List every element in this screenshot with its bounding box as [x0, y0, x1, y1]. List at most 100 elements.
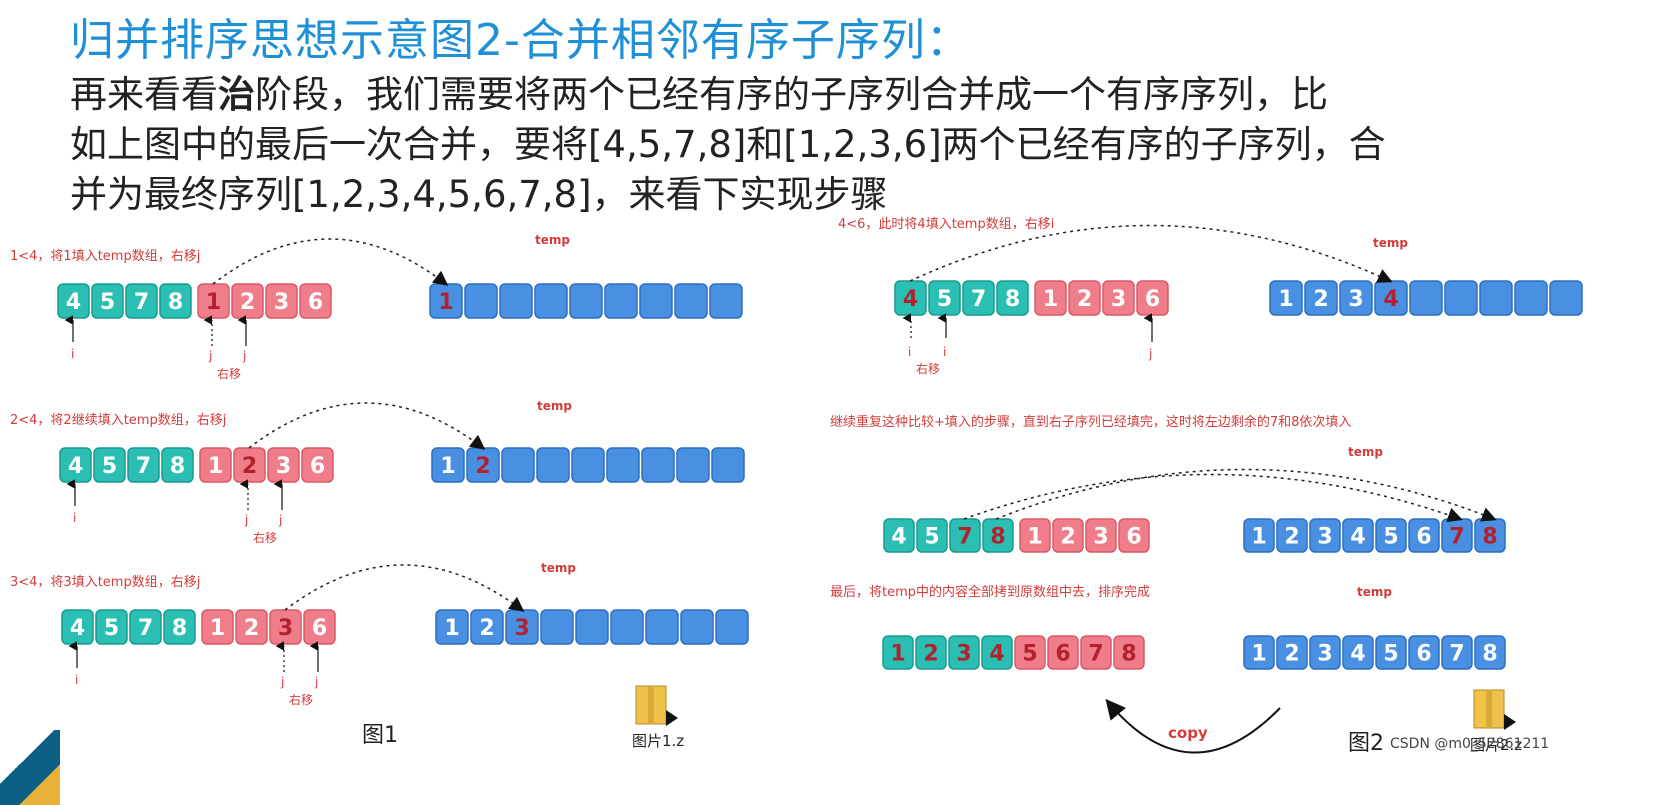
panel4-temp-4-box — [1409, 280, 1443, 316]
panel4-src-2-box — [962, 280, 995, 316]
panel6-src-5-value: 6 — [1055, 642, 1070, 667]
panel1-pointer-i: i — [71, 347, 74, 361]
panel4-src-3-box — [996, 280, 1029, 316]
panel2-temp-3-box — [536, 447, 570, 483]
panel2-src-3-value: 8 — [170, 454, 185, 479]
panel3-src-6-value: 3 — [278, 616, 293, 641]
paragraph-line-1: 再来看看治阶段，我们需要将两个已经有序的子序列合并成一个有序序列，比 — [70, 73, 1328, 116]
panel6-src-4-value: 5 — [1022, 642, 1037, 667]
panel3-src-5-value: 2 — [244, 616, 259, 641]
panel4-temp-7-box — [1514, 280, 1548, 316]
panel3-temp-7-box — [680, 609, 714, 645]
panel6-temp-7-box — [1474, 635, 1506, 670]
panel3-temp-6-box — [645, 609, 679, 645]
panel1-temp-label: temp — [535, 233, 570, 247]
panel5-src-0-box — [883, 518, 915, 553]
panel3-pointer-j-old: j — [280, 675, 284, 689]
panel5-temp-5-value: 6 — [1416, 525, 1431, 550]
panel3-temp-0-box — [435, 609, 469, 645]
panel3-temp-1-box — [470, 609, 504, 645]
panel1-src-7-value: 6 — [308, 290, 323, 315]
panel4-temp-0-value: 1 — [1278, 287, 1293, 312]
panel2-src-0-value: 4 — [68, 454, 83, 479]
panel6-temp-4-box — [1375, 635, 1407, 670]
panel3-temp-8-box — [715, 609, 749, 645]
file2-name: 图片2.z — [1470, 736, 1522, 754]
panel2-temp-1-value: 2 — [475, 454, 490, 479]
figure1-caption: 图1 — [362, 723, 398, 748]
panel5-temp-4-box — [1375, 518, 1407, 553]
panel4-temp-label: temp — [1373, 236, 1408, 250]
panel6-temp-0-box — [1243, 635, 1275, 670]
panel1-note: 1<4，将1填入temp数组，右移j — [10, 249, 200, 264]
panel4-pointer-j: j — [1148, 347, 1152, 361]
panel6-src-1-value: 2 — [923, 642, 938, 667]
panel5-temp-4-value: 5 — [1383, 525, 1398, 550]
panel1-src-0-value: 4 — [66, 290, 81, 315]
panel2-right-shift-label: 右移 — [253, 530, 277, 545]
panel3-temp-label: temp — [541, 561, 576, 575]
panel5-temp-7-value: 8 — [1482, 525, 1497, 550]
panel6-src-1-box — [915, 635, 947, 670]
panel6-temp-5-box — [1408, 635, 1440, 670]
panel5-temp-1-box — [1276, 518, 1308, 553]
file1-icon-arrow — [666, 710, 678, 726]
panel1-src-2-value: 7 — [134, 290, 149, 315]
panel1-temp-1-box — [464, 283, 498, 319]
panel4-src-5-box — [1068, 280, 1101, 316]
panel1-src-5-box — [231, 283, 264, 319]
panel6-temp-7-value: 8 — [1482, 642, 1497, 667]
panel3-temp-2-value: 3 — [514, 616, 529, 641]
panel3-src-7-value: 6 — [312, 616, 327, 641]
panel6-temp-3-box — [1342, 635, 1374, 670]
panel6-src-2-box — [948, 635, 980, 670]
panel3-temp-4-box — [575, 609, 609, 645]
panel4-right-shift-label: 右移 — [916, 361, 940, 376]
panel5-src-0-value: 4 — [891, 525, 906, 550]
panel4-temp-6-box — [1479, 280, 1513, 316]
panel6-src-0-box — [882, 635, 914, 670]
panel5-note: 继续重复这种比较+填入的步骤，直到右子序列已经填完，这时将左边剩余的7和8依次填… — [830, 414, 1351, 430]
panel5-src-4-value: 1 — [1027, 525, 1042, 550]
panel3-temp-5-box — [610, 609, 644, 645]
copy-label: copy — [1168, 724, 1208, 742]
panel3-src-4-value: 1 — [210, 616, 225, 641]
panel4-src-4-value: 1 — [1043, 287, 1058, 312]
panel1-src-3-value: 8 — [168, 290, 183, 315]
panel5-move-arrow-8 — [995, 468, 1497, 522]
panel6-temp-1-value: 2 — [1284, 642, 1299, 667]
panel5-temp-3-box — [1342, 518, 1374, 553]
panel2-note: 2<4，将2继续填入temp数组，右移j — [10, 413, 226, 428]
panel1-temp-8-box — [709, 283, 743, 319]
panel2-temp-5-box — [606, 447, 640, 483]
panel6-src-3-value: 4 — [989, 642, 1004, 667]
panel4-temp-5-box — [1444, 280, 1478, 316]
panel4-temp-1-box — [1304, 280, 1338, 316]
panel2-src-0-box — [59, 447, 92, 483]
decorative-corner — [0, 730, 60, 805]
panel4-note: 4<6，此时将4填入temp数组，右移i — [838, 217, 1054, 232]
panel2-src-7-box — [301, 447, 334, 483]
panel1-src-3-box — [159, 283, 192, 319]
panel1-temp-5-box — [604, 283, 638, 319]
panel5-src-7-value: 6 — [1126, 525, 1141, 550]
figure2-caption: 图2 — [1348, 731, 1384, 756]
panel5-src-3-value: 8 — [990, 525, 1005, 550]
panel2-src-1-value: 5 — [102, 454, 117, 479]
panel4-pointer-i-new: i — [943, 345, 946, 359]
panel2-src-6-box — [267, 447, 300, 483]
panel5-temp-6-value: 7 — [1449, 525, 1464, 550]
panel3-move-arrow — [284, 564, 525, 612]
panel5-src-1-value: 5 — [924, 525, 939, 550]
panel3-temp-0-value: 1 — [444, 616, 459, 641]
panel3-src-2-box — [129, 609, 162, 645]
panel5-temp-2-value: 3 — [1317, 525, 1332, 550]
panel3-temp-3-box — [540, 609, 574, 645]
panel5-src-6-value: 3 — [1093, 525, 1108, 550]
panel5-temp-label: temp — [1348, 445, 1383, 459]
panel1-pointer-j-new: j — [242, 349, 246, 363]
panel6-src-6-value: 7 — [1088, 642, 1103, 667]
panel3-src-1-box — [95, 609, 128, 645]
panel3-src-4-box — [201, 609, 234, 645]
panel2-temp-6-box — [641, 447, 675, 483]
